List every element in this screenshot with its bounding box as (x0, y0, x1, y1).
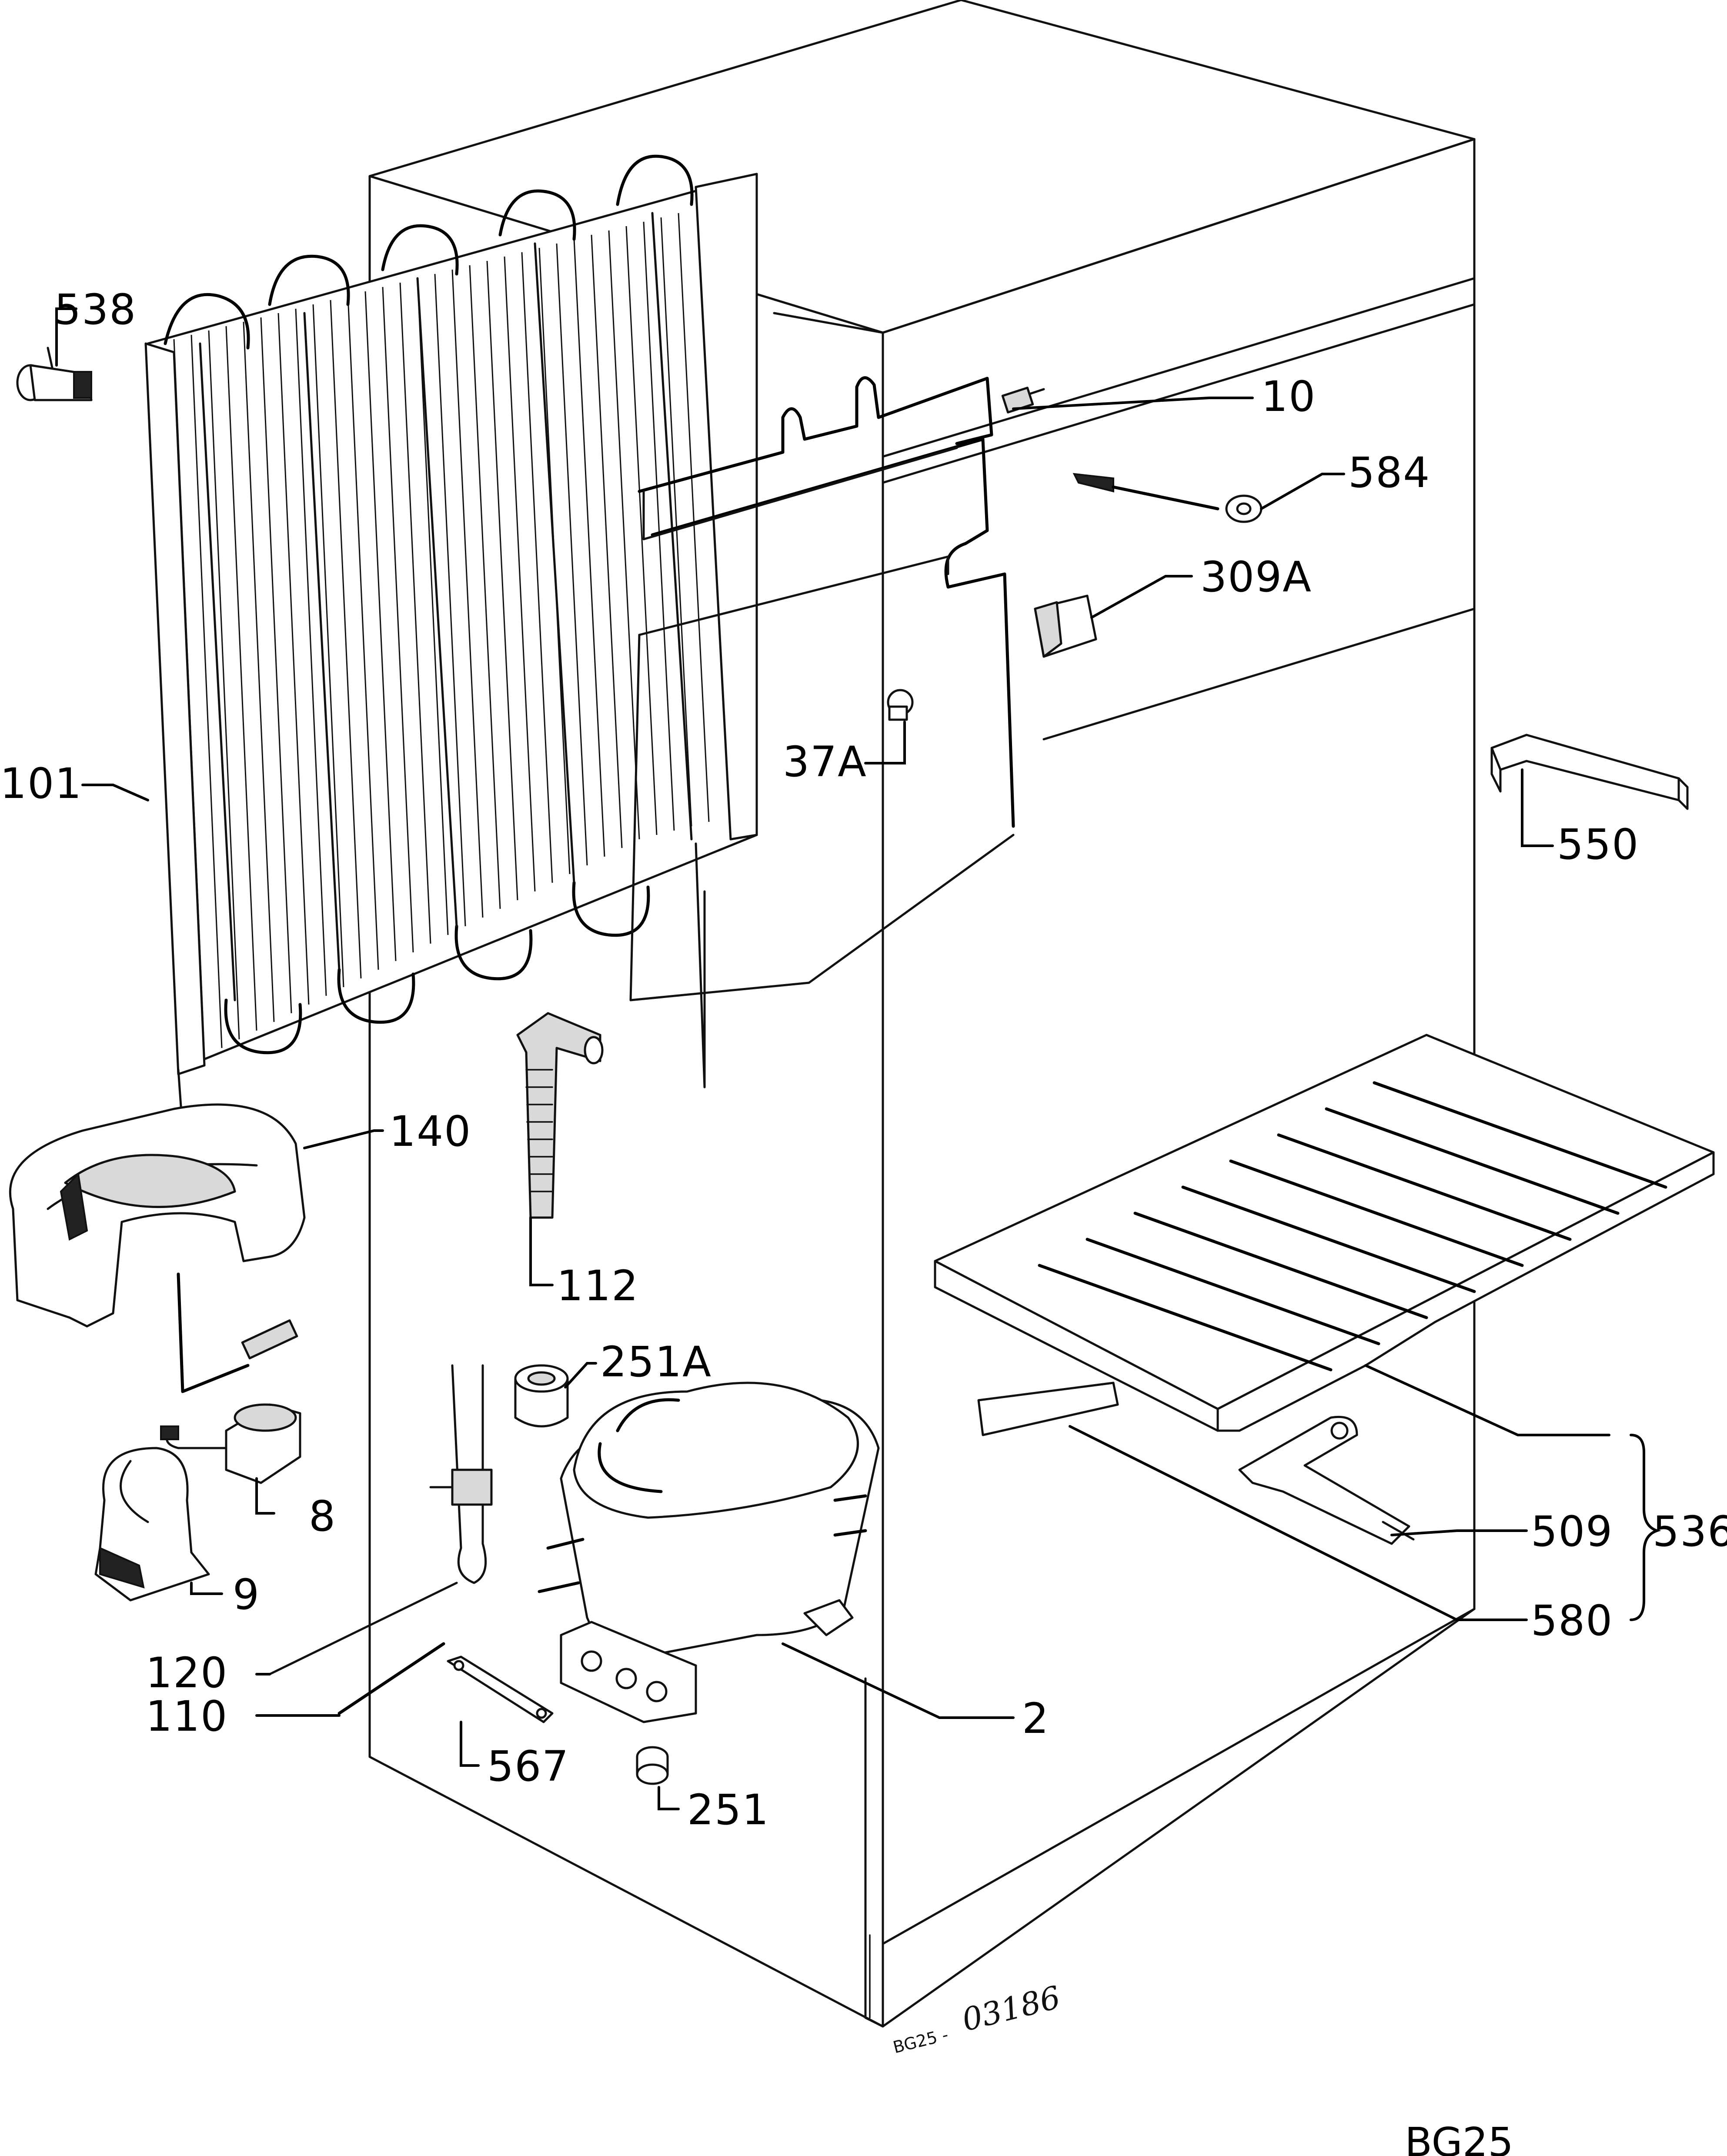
condenser-coil[interactable] (144, 154, 758, 1132)
clamp-part-9[interactable] (94, 1447, 210, 1602)
compressor-part-2[interactable] (538, 1382, 880, 1723)
condenser-fins (173, 213, 710, 1057)
callout-2: 2 (1022, 1694, 1049, 1743)
callout-251: 251 (687, 1786, 769, 1834)
strap-part-567[interactable] (447, 1655, 554, 1723)
callout-251a: 251A (600, 1338, 712, 1386)
shelf-slots (1038, 1081, 1667, 1372)
heater-element-part-120[interactable] (268, 1364, 493, 1675)
clip-part-309a[interactable] (1034, 594, 1097, 658)
heater-element-part-110[interactable] (337, 1642, 445, 1715)
callout-567: 567 (487, 1742, 569, 1791)
drip-tray-part-140[interactable] (9, 1103, 306, 1393)
footer-code: BG25 (1405, 2119, 1513, 2156)
callout-536: 536 (1653, 1507, 1727, 1556)
sleeve-part-251a[interactable] (514, 1364, 569, 1428)
callout-140: 140 (389, 1107, 471, 1156)
shelf-part-536[interactable] (934, 1034, 1715, 1432)
drawing-ref-prefix: BG25 - (891, 2025, 950, 2057)
callout-8: 8 (309, 1492, 336, 1541)
callout-9: 9 (233, 1570, 260, 1619)
callout-509: 509 (1531, 1507, 1613, 1556)
drawing-ref-handwritten: 03186 (959, 1979, 1064, 2038)
condenser-tube (164, 154, 694, 1055)
relay-part-8[interactable] (160, 1403, 301, 1484)
leader-lines (55, 307, 1661, 1810)
bracket-part-509[interactable] (1238, 1415, 1415, 1545)
drain-hose-part-112[interactable] (516, 1012, 604, 1219)
callout-10: 10 (1261, 372, 1316, 421)
callout-538: 538 (54, 285, 137, 334)
callout-580: 580 (1531, 1596, 1613, 1645)
grommet-part-538[interactable] (16, 347, 93, 401)
callout-309a: 309A (1200, 553, 1312, 601)
callout-37a: 37A (783, 738, 867, 786)
callout-584: 584 (1348, 448, 1430, 497)
callout-110: 110 (146, 1692, 228, 1741)
plug-part-37a[interactable] (887, 689, 914, 721)
callout-101: 101 (0, 759, 82, 808)
callout-120: 120 (146, 1649, 228, 1697)
hose-ribs (525, 1069, 553, 1192)
bracket-part-550[interactable] (1490, 734, 1689, 810)
nut-part-251[interactable] (636, 1746, 669, 1785)
callout-labels: 538 10 584 309A 37A 101 550 140 112 251A… (0, 285, 1727, 1834)
callout-112: 112 (557, 1262, 639, 1310)
strip-part-580[interactable] (977, 1382, 1119, 1436)
capillary-tube-assembly[interactable] (629, 376, 1045, 1088)
callout-550: 550 (1557, 820, 1639, 869)
